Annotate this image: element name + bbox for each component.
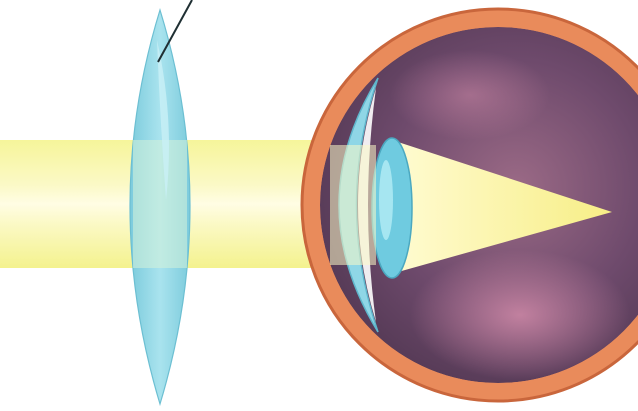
eye-lens-highlight [379,160,393,240]
beam-entering-eye [330,145,376,265]
interior-accent-upper [390,50,550,140]
beam-through-lens [133,140,187,268]
